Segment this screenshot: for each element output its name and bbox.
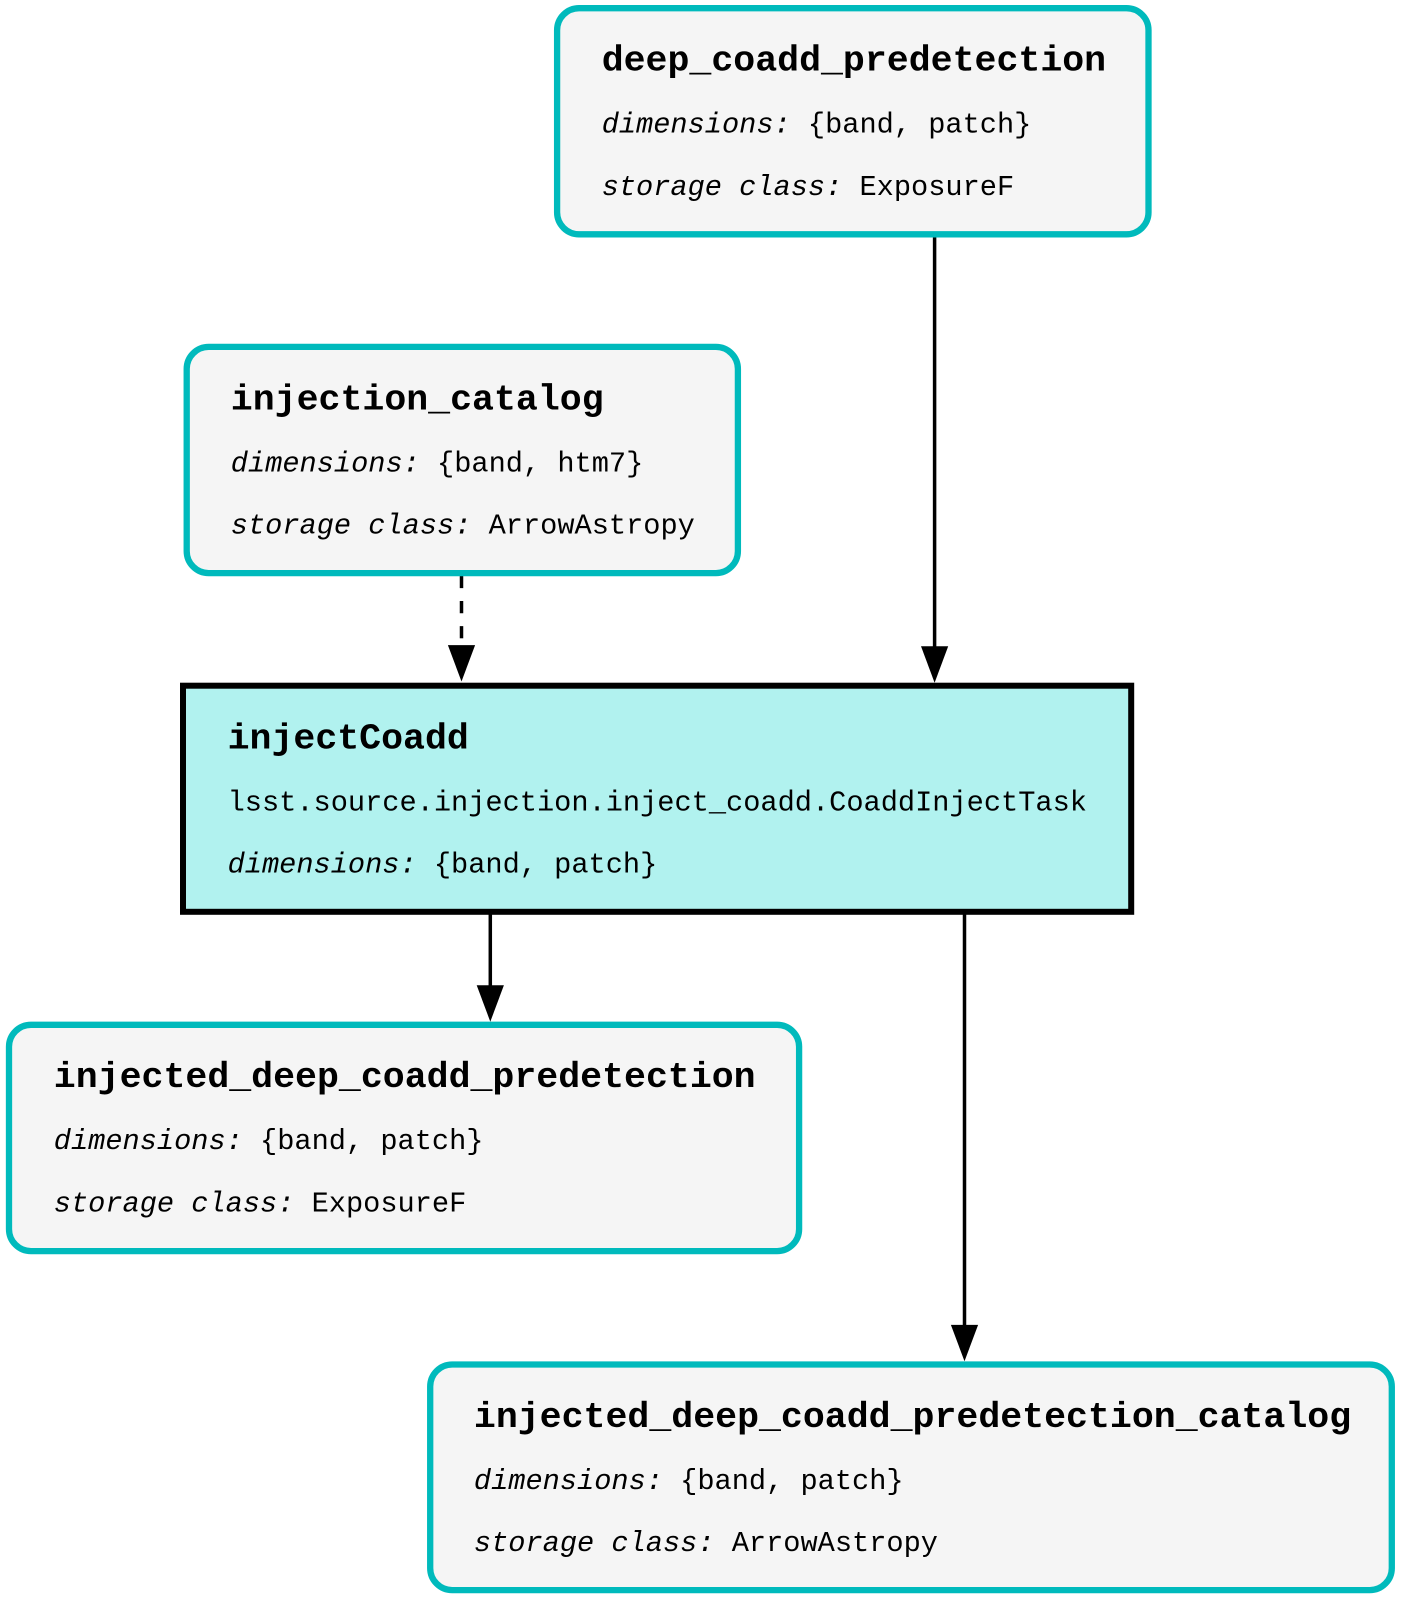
svg-text:injected_deep_coadd_predetecti: injected_deep_coadd_predetection: [54, 1057, 756, 1098]
svg-text:dimensions: {band, patch}: dimensions: {band, patch}: [474, 1465, 904, 1498]
svg-text:injected_deep_coadd_predetecti: injected_deep_coadd_predetection_catalog: [474, 1397, 1351, 1438]
svg-text:dimensions: {band, patch}: dimensions: {band, patch}: [54, 1125, 484, 1158]
svg-text:storage class: ArrowAstropy: storage class: ArrowAstropy: [231, 510, 695, 543]
svg-text:injectCoadd: injectCoadd: [228, 718, 469, 759]
svg-text:dimensions: {band, patch}: dimensions: {band, patch}: [228, 849, 658, 882]
svg-text:deep_coadd_predetection: deep_coadd_predetection: [602, 41, 1106, 82]
svg-text:storage class: ExposureF: storage class: ExposureF: [54, 1188, 467, 1221]
svg-text:storage class: ArrowAstropy: storage class: ArrowAstropy: [474, 1527, 938, 1560]
svg-text:dimensions: {band, htm7}: dimensions: {band, htm7}: [231, 447, 644, 480]
svg-text:storage class: ExposureF: storage class: ExposureF: [602, 171, 1015, 204]
svg-text:injection_catalog: injection_catalog: [231, 379, 604, 420]
svg-text:dimensions: {band, patch}: dimensions: {band, patch}: [602, 109, 1032, 142]
svg-text:lsst.source.injection.inject_c: lsst.source.injection.inject_coadd.Coadd…: [228, 786, 1087, 819]
